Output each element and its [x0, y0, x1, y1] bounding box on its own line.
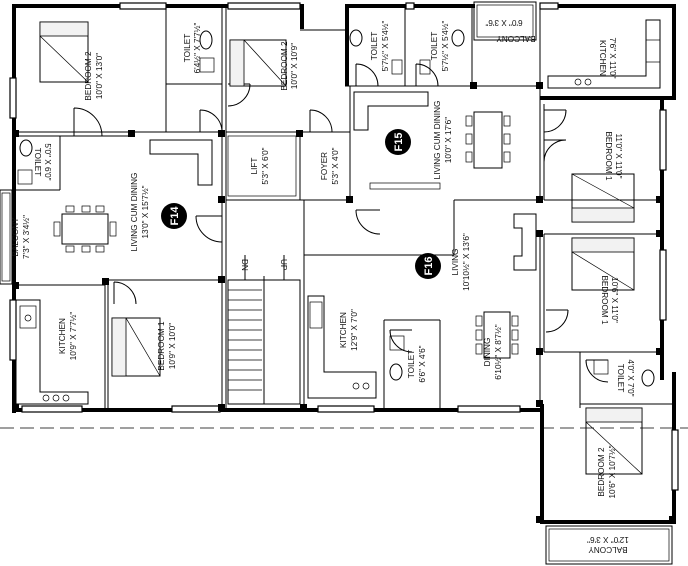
- lift-name: LIFT: [250, 158, 259, 175]
- foyer-dim: 5'3" X 4'0": [331, 147, 340, 184]
- bedroom1-f14-dim: 10'9" X 10'0": [168, 323, 177, 369]
- balcony-top-dim: 6'0" X 3'6": [485, 18, 522, 27]
- outer-walls: [12, 4, 676, 524]
- furniture-f16-living: [475, 213, 537, 359]
- bedroom2-f15-dim: 10'0" X 10'9": [290, 43, 299, 89]
- kitchen-f15-name: KITCHEN: [598, 40, 607, 76]
- flat-badge-f15: F15: [385, 129, 411, 155]
- living-f16-name: LIVING: [451, 249, 460, 276]
- living-f14-name: LIVING CUM DINING: [130, 173, 139, 252]
- flat-label-f15: F15: [393, 133, 405, 152]
- flat-badge-f14: F14: [161, 203, 187, 229]
- bed-f14-bedroom2: [39, 21, 89, 83]
- toilet-f14-left-dim: 5'0" X 6'0": [43, 143, 52, 180]
- toilet-f15-a-dim: 5'7½" X 5'4½": [381, 21, 390, 72]
- flat-label-f16: F16: [423, 257, 435, 276]
- kitchen-f14-dim: 10'9" X 7'7½": [69, 312, 78, 361]
- windows: [9, 2, 679, 491]
- bedroom1-f16-dim: 10'6" X 11'0": [610, 277, 619, 323]
- living-f15-name: LIVING CUM DINING: [433, 101, 442, 180]
- balcony-left-dim: 7'3" X 3'4½": [22, 215, 31, 259]
- bed-f16-bedroom1: [571, 237, 635, 291]
- bed-f16-bedroom2: [585, 407, 643, 475]
- bed-f15-bedroom1: [571, 173, 635, 223]
- balcony-bottom-name: BALCONY: [588, 545, 628, 554]
- bedroom1-f15-name: BEDROOM 1: [604, 131, 613, 181]
- balcony-left-name: BALCONY: [11, 217, 20, 257]
- kitchen-f14-name: KITCHEN: [58, 318, 67, 354]
- bedroom2-f15-name: BEDROOM 2: [280, 41, 289, 91]
- furniture-f14-living: [53, 139, 213, 253]
- living-f16-dim: 10'10½" X 13'6": [462, 233, 471, 291]
- balcony-bottom: BALCONY 12'0" X 3'6": [545, 525, 673, 565]
- room-labels: BEDROOM 2 10'0" X 13'0" TOILET 6'4½" X 7…: [33, 21, 635, 499]
- columns: [12, 82, 676, 523]
- toilet-f16-b-name: TOILET: [616, 364, 625, 393]
- dining-f16-dim: 6'10½" X 8'7½": [494, 324, 503, 379]
- stair-up-label: UP: [279, 259, 288, 271]
- flat-label-f14: F14: [169, 206, 181, 226]
- bedroom2-f16-dim: 10'6" X 10'7½": [608, 445, 617, 498]
- toilet-f14-top-dim: 6'4½" X 7'7½": [193, 23, 202, 74]
- bedroom1-f16-name: BEDROOM 1: [600, 275, 609, 325]
- bedroom2-f14-dim: 10'0" X 13'0": [95, 53, 104, 99]
- bed-f14-bedroom1: [111, 317, 161, 377]
- kitchen-f15-dim: 7'6" X 11'0": [608, 37, 617, 78]
- interior-walls: [14, 8, 676, 412]
- kitchen-counter-f14: [15, 299, 89, 405]
- balcony-left: BALCONY 7'3" X 3'4½": [0, 189, 31, 285]
- kitchen-counter-f16: [307, 295, 377, 399]
- bedroom2-f16-name: BEDROOM 2: [597, 447, 606, 497]
- bed-f15-bedroom2: [229, 39, 287, 87]
- bedroom2-f14-name: BEDROOM 2: [84, 51, 93, 101]
- dining-f16-name: DINING: [483, 338, 492, 367]
- toilet-f14-top-name: TOILET: [183, 34, 192, 63]
- toilet-f16-a-dim: 6'6" X 4'6": [418, 345, 427, 382]
- toilet-f15-a-name: TOILET: [370, 32, 379, 61]
- balcony-top: BALCONY 6'0" X 3'6": [473, 1, 537, 43]
- foyer-name: FOYER: [320, 152, 329, 180]
- toilet-fixtures: [17, 29, 655, 387]
- balcony-top-name: BALCONY: [496, 34, 536, 43]
- furniture-f15-living: [353, 91, 511, 190]
- toilet-f15-b-name: TOILET: [430, 32, 439, 61]
- toilet-f14-left-name: TOILET: [33, 148, 42, 177]
- toilet-f16-a-name: TOILET: [407, 350, 416, 379]
- living-f15-dim: 10'0" X 17'6": [444, 117, 453, 163]
- lift-shaft: [227, 135, 297, 197]
- staircase: DN UP: [227, 255, 301, 405]
- kitchen-f16-dim: 12'9" X 7'0": [350, 309, 359, 351]
- toilet-f15-b-dim: 5'7½" X 5'4½": [441, 21, 450, 72]
- toilet-f16-b-dim: 4'0" X 7'0": [626, 359, 635, 396]
- bedroom1-f14-name: BEDROOM 1: [157, 321, 166, 371]
- flat-badge-f16: F16: [415, 253, 441, 279]
- kitchen-f16-name: KITCHEN: [339, 312, 348, 348]
- kitchen-counter-f15: [547, 19, 661, 89]
- living-f14-dim: 13'0" X 15'7½": [141, 185, 150, 238]
- balcony-bottom-dim: 12'0" X 3'6": [587, 535, 629, 544]
- stair-down-label: DN: [240, 259, 249, 271]
- lift-dim: 5'3" X 6'0": [261, 147, 270, 184]
- bedroom1-f15-dim: 11'0" X 11'0": [614, 133, 623, 178]
